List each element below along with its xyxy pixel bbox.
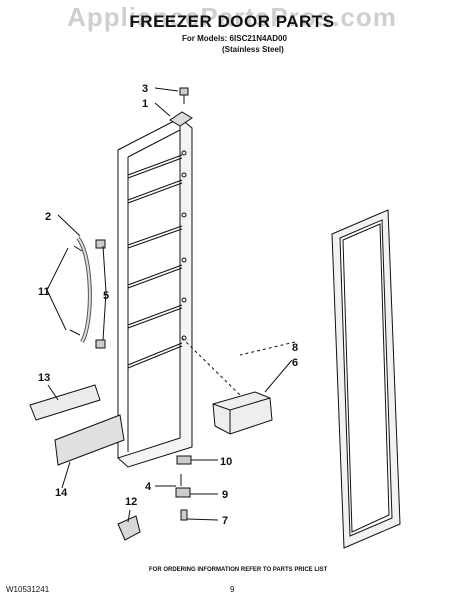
door-handle xyxy=(69,236,106,349)
ordering-note: FOR ORDERING INFORMATION REFER TO PARTS … xyxy=(149,567,328,573)
document-number: W10531241 xyxy=(6,585,50,594)
callout-6: 6 xyxy=(292,357,298,369)
callout-8: 8 xyxy=(292,342,298,354)
bottom-bracket xyxy=(117,515,141,541)
callout-7: 7 xyxy=(222,515,228,527)
bottom-hinge-assembly xyxy=(175,455,192,521)
page-number: 9 xyxy=(230,585,235,594)
door-bin xyxy=(181,337,273,435)
callout-1: 1 xyxy=(142,98,148,110)
callout-2: 2 xyxy=(45,211,51,223)
callout-4: 4 xyxy=(145,481,152,493)
callout-11: 11 xyxy=(38,286,50,298)
door-gasket xyxy=(331,209,401,549)
callout-13: 13 xyxy=(38,372,50,384)
top-hinge-part xyxy=(154,87,189,104)
callout-3: 3 xyxy=(142,83,148,95)
callout-5: 5 xyxy=(103,290,109,302)
callout-12: 12 xyxy=(125,496,137,508)
page-title: FREEZER DOOR PARTS xyxy=(129,12,335,31)
callout-10: 10 xyxy=(220,456,232,468)
model-info: For Models: 6ISC21N4AD00 (Stainless Stee… xyxy=(182,33,287,55)
trim-panel xyxy=(29,384,101,421)
model-finish: (Stainless Steel) xyxy=(222,45,284,54)
freezer-door-panel xyxy=(117,111,193,468)
callout-9: 9 xyxy=(222,489,228,501)
callout-14: 14 xyxy=(55,487,68,499)
watermark: AppliancePartsPros.com xyxy=(67,2,397,32)
mounting-plate xyxy=(54,414,125,466)
model-number: For Models: 6ISC21N4AD00 xyxy=(182,34,287,43)
